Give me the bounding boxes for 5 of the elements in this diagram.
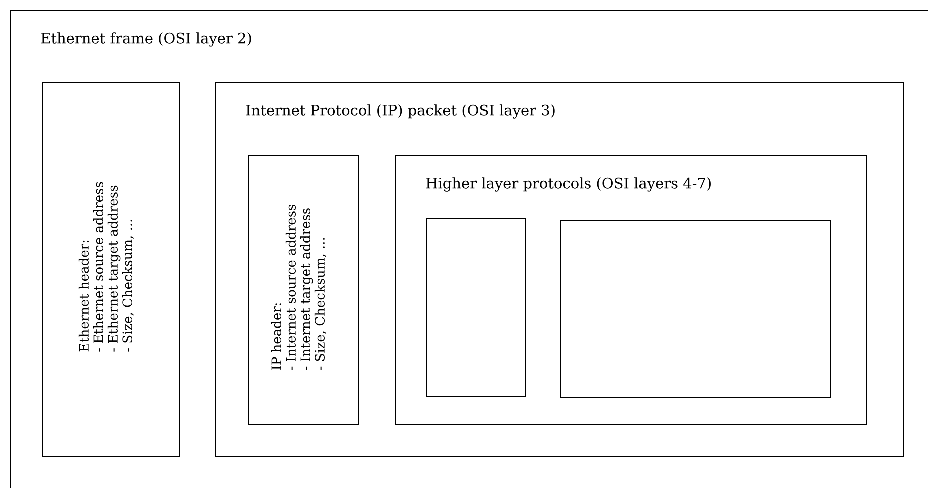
empty-box	[560, 220, 832, 398]
empty-box	[426, 218, 526, 398]
header-box: IP header: - Internet source address - Internet target address - Size, Checksum, ...	[248, 155, 360, 426]
header-box: Ethernet header: - Ethernet source address - Ethernet target address - Size, Checksum, ...	[42, 82, 180, 458]
protocol-box: Higher layer protocols (OSI layers 4-7)	[395, 155, 868, 426]
